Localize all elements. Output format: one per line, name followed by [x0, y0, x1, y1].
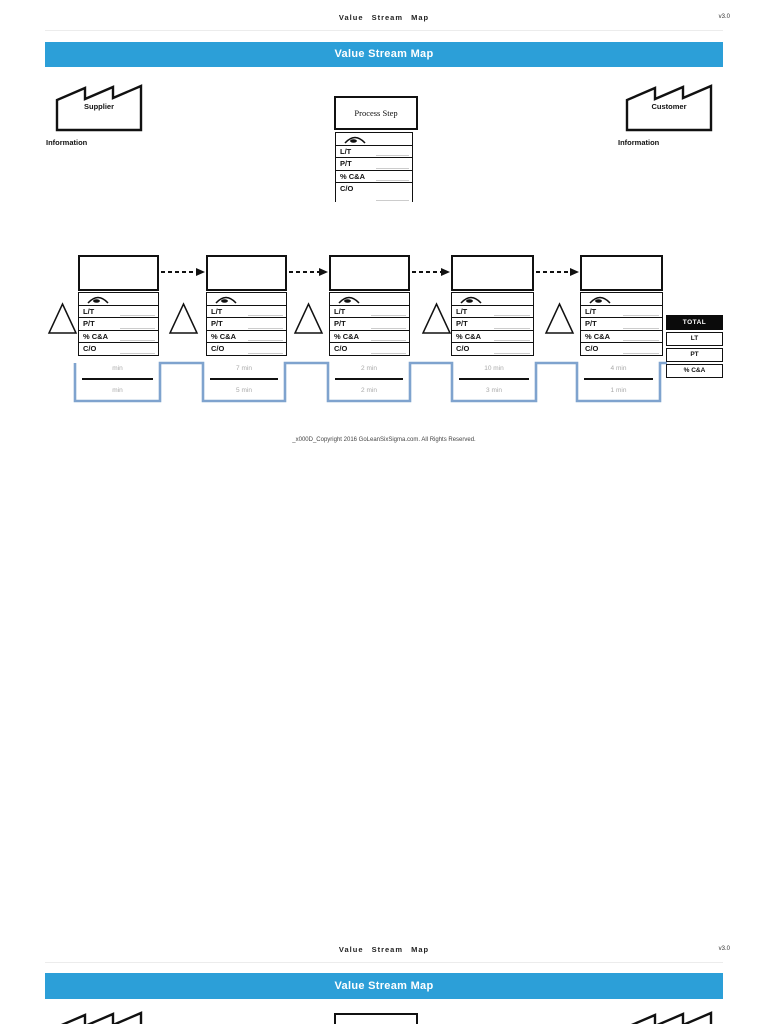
- operator-row: [330, 293, 409, 306]
- timeline-ladder: [0, 356, 768, 413]
- operator-row: [581, 293, 662, 306]
- process-data-table-4: L/T P/T % C&A C/O: [451, 292, 534, 356]
- operator-icon: [215, 296, 237, 304]
- metric-label-pt: P/T: [452, 318, 533, 331]
- inventory-triangle-icon: [421, 302, 452, 335]
- metric-label-ca: % C&A: [581, 331, 662, 344]
- supplier-factory-icon: [55, 1007, 143, 1024]
- process-box-1: [78, 255, 159, 291]
- operator-icon: [338, 296, 360, 304]
- process-data-table-1: L/T P/T % C&A C/O: [78, 292, 159, 356]
- legend-metric-pt: P/T: [336, 158, 412, 171]
- inventory-triangle-icon: [293, 302, 324, 335]
- header-divider: [45, 962, 723, 963]
- metric-label-lt: L/T: [207, 306, 286, 319]
- timeline-lt-2: 7 min: [236, 365, 252, 372]
- legend-process-step-box: Process Step: [334, 96, 418, 130]
- metric-label-co: C/O: [452, 343, 533, 355]
- information-left-label: Information: [46, 138, 88, 147]
- legend-metric-ca: % C&A: [336, 171, 412, 184]
- legend-data-table: L/T P/T % C&A C/O: [335, 132, 413, 203]
- customer-factory-icon: Customer: [625, 80, 713, 132]
- total-pt-cell: PT: [666, 348, 723, 362]
- inventory-triangle-icon: [544, 302, 575, 335]
- push-arrow-icon: [536, 267, 579, 277]
- timeline-lt-4: 10 min: [484, 365, 504, 372]
- total-lt-cell: LT: [666, 332, 723, 346]
- operator-row: [452, 293, 533, 306]
- totals-box: TOTAL LT PT % C&A: [666, 315, 723, 378]
- metric-label-co: C/O: [79, 343, 158, 355]
- timeline-pt-5: 1 min: [610, 387, 627, 394]
- operator-row: [79, 293, 158, 306]
- metric-label-co: C/O: [581, 343, 662, 355]
- legend-process-step-box-partial: [334, 1013, 418, 1024]
- supplier-factory-icon: Supplier: [55, 80, 143, 132]
- metric-label-lt: L/T: [79, 306, 158, 319]
- page2-doc-title: Value Stream Map: [338, 945, 430, 954]
- customer-label: Customer: [651, 102, 687, 111]
- push-arrow-icon: [161, 267, 205, 277]
- operator-icon: [344, 136, 366, 144]
- legend-operator-row: [336, 133, 412, 146]
- process-box-4: [451, 255, 534, 291]
- operator-icon: [87, 296, 109, 304]
- page2-banner-title: Value Stream Map: [45, 973, 723, 999]
- metric-label-co: C/O: [207, 343, 286, 355]
- metric-label-pt: P/T: [79, 318, 158, 331]
- customer-factory-icon: [625, 1007, 713, 1024]
- metric-label-ca: % C&A: [79, 331, 158, 344]
- copyright-text: _x000D_Copyright 2016 GoLeanSixSigma.com…: [292, 437, 476, 443]
- metric-label-ca: % C&A: [452, 331, 533, 344]
- push-arrow-icon: [289, 267, 328, 277]
- page2-version: v3.0: [718, 946, 730, 952]
- totals-header: TOTAL: [666, 315, 723, 330]
- page1-version: v3.0: [718, 14, 730, 20]
- inventory-triangle-icon: [168, 302, 199, 335]
- process-box-2: [206, 255, 287, 291]
- push-arrow-icon: [412, 267, 450, 277]
- operator-row: [207, 293, 286, 306]
- timeline-pt-1: min: [112, 387, 123, 394]
- process-data-table-2: L/T P/T % C&A C/O: [206, 292, 287, 356]
- process-box-3: [329, 255, 410, 291]
- metric-label-pt: P/T: [207, 318, 286, 331]
- metric-label-co: C/O: [330, 343, 409, 355]
- metric-label-pt: P/T: [330, 318, 409, 331]
- information-right-label: Information: [618, 138, 660, 147]
- operator-icon: [460, 296, 482, 304]
- supplier-label: Supplier: [83, 102, 114, 111]
- process-box-5: [580, 255, 663, 291]
- metric-label-pt: P/T: [581, 318, 662, 331]
- process-data-table-3: L/T P/T % C&A C/O: [329, 292, 410, 356]
- timeline-lt-5: 4 min: [610, 365, 627, 372]
- process-data-table-5: L/T P/T % C&A C/O: [580, 292, 663, 356]
- timeline-lt-1: min: [112, 365, 123, 372]
- page1-doc-title: Value Stream Map: [338, 13, 430, 22]
- timeline-pt-4: 3 min: [486, 387, 502, 394]
- metric-label-lt: L/T: [581, 306, 662, 319]
- legend-metric-lt: L/T: [336, 146, 412, 159]
- timeline-pt-3: 2 min: [361, 387, 377, 394]
- timeline-pt-2: 5 min: [236, 387, 252, 394]
- total-ca-cell: % C&A: [666, 364, 723, 378]
- inventory-triangle-icon: [47, 302, 78, 335]
- operator-icon: [589, 296, 611, 304]
- metric-label-lt: L/T: [452, 306, 533, 319]
- header-divider: [45, 30, 723, 31]
- metric-label-ca: % C&A: [207, 331, 286, 344]
- metric-label-lt: L/T: [330, 306, 409, 319]
- legend-metric-co: C/O: [336, 183, 412, 202]
- page1-banner-title: Value Stream Map: [45, 42, 723, 67]
- timeline-lt-3: 2 min: [361, 365, 377, 372]
- metric-label-ca: % C&A: [330, 331, 409, 344]
